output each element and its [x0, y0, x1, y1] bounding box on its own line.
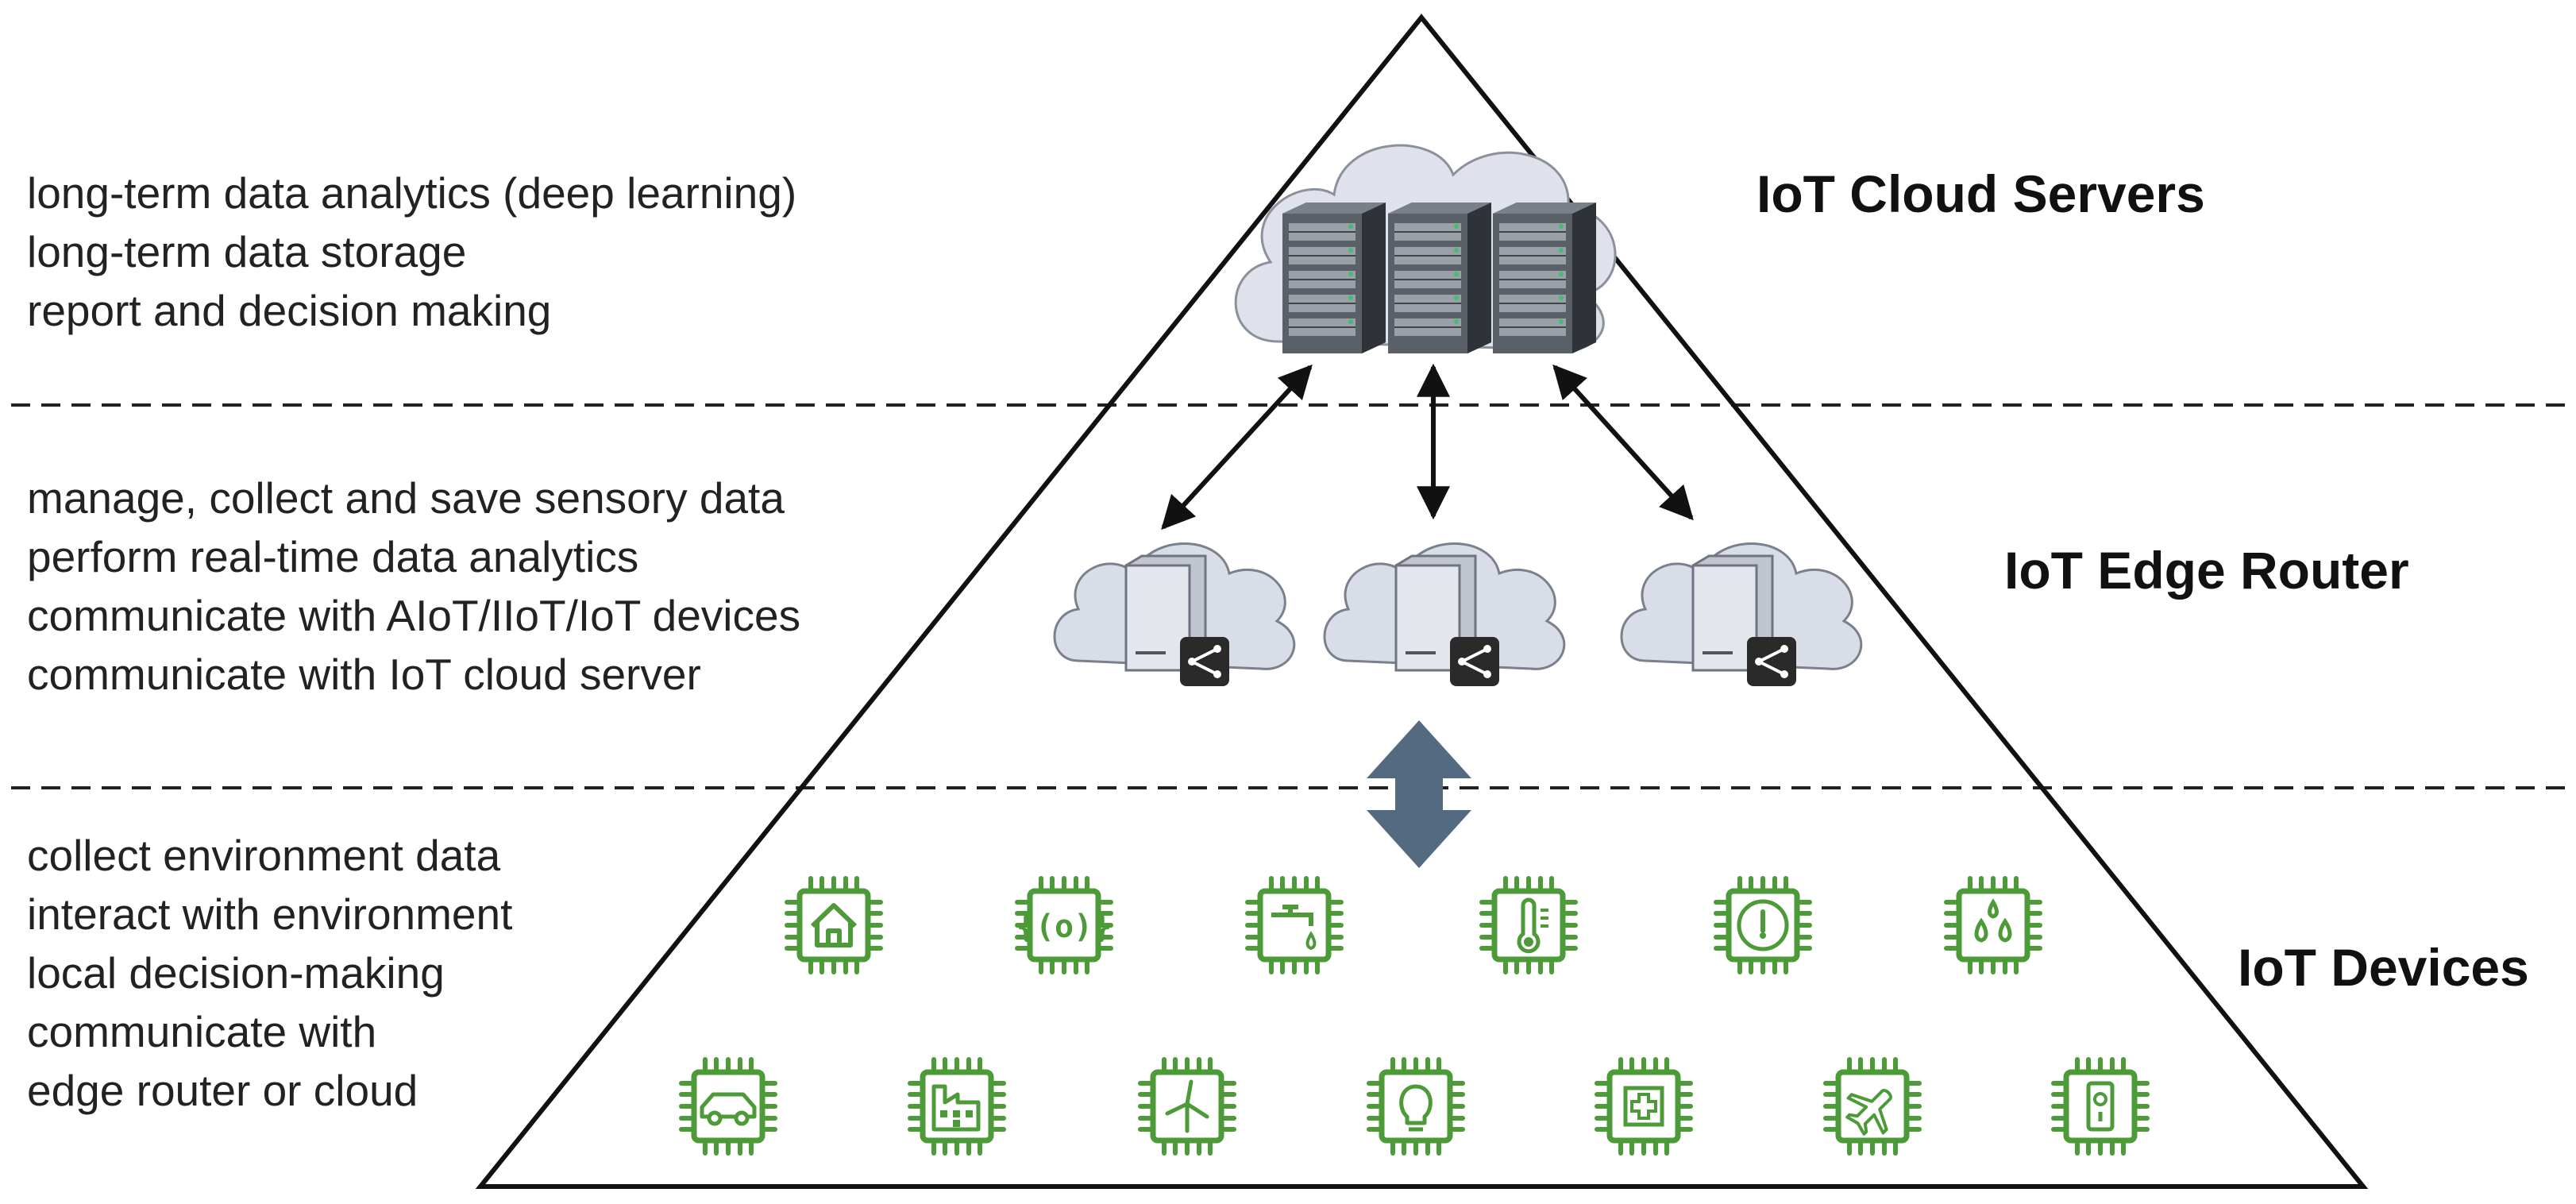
edge-device-arrow [1367, 720, 1471, 868]
edge-router-cloud-icon [1323, 542, 1566, 688]
devices-tier-description: collect environment data interact with e… [27, 826, 512, 1120]
gauge-chip-icon [1716, 878, 1810, 972]
description-line: perform real-time data analytics [27, 532, 639, 581]
description-line: long-term data analytics (deep learning) [27, 168, 797, 218]
server-rack-cloud-icon [1234, 144, 1617, 354]
cloud-edge-arrows [1161, 363, 1694, 531]
sensor-signal-chip-icon: {(o)} [1016, 878, 1112, 972]
edge-tier-label: IoT Edge Router [2004, 541, 2409, 600]
edge-router-cloud-icon [1053, 542, 1296, 688]
edge-tier-description: manage, collect and save sensory data pe… [27, 469, 800, 704]
description-line: communicate with AIoT/IIoT/IoT devices [27, 591, 801, 640]
svg-text:{(o)}: {(o)} [1016, 909, 1112, 945]
description-line: manage, collect and save sensory data [27, 473, 785, 523]
medical-cross-chip-icon [1597, 1059, 1691, 1153]
description-line: edge router or cloud [27, 1066, 418, 1115]
pyramid-outline [475, 14, 2369, 1189]
cloud-tier-label: IoT Cloud Servers [1757, 164, 2205, 223]
car-chip-icon [681, 1059, 775, 1153]
description-line: local decision-making [27, 948, 445, 998]
humidity-drops-chip-icon [1946, 878, 2040, 972]
description-line: collect environment data [27, 831, 501, 880]
cloud-tier-description: long-term data analytics (deep learning)… [27, 164, 796, 340]
factory-chip-icon [910, 1059, 1004, 1153]
thermometer-chip-icon [1482, 878, 1575, 972]
airplane-chip-icon [1826, 1059, 1919, 1153]
devices-tier-label: IoT Devices [2238, 938, 2529, 997]
smart-home-chip-icon [787, 878, 881, 972]
description-line: interact with environment [27, 889, 513, 939]
description-line: communicate with IoT cloud server [27, 650, 701, 699]
edge-router-cloud-icon [1620, 542, 1863, 688]
smart-lock-chip-icon [2053, 1059, 2147, 1153]
light-bulb-chip-icon [1369, 1059, 1463, 1153]
water-faucet-chip-icon [1248, 878, 1341, 972]
description-line: communicate with [27, 1007, 377, 1056]
description-line: report and decision making [27, 286, 552, 335]
description-line: long-term data storage [27, 227, 467, 276]
wind-turbine-chip-icon [1140, 1059, 1234, 1153]
